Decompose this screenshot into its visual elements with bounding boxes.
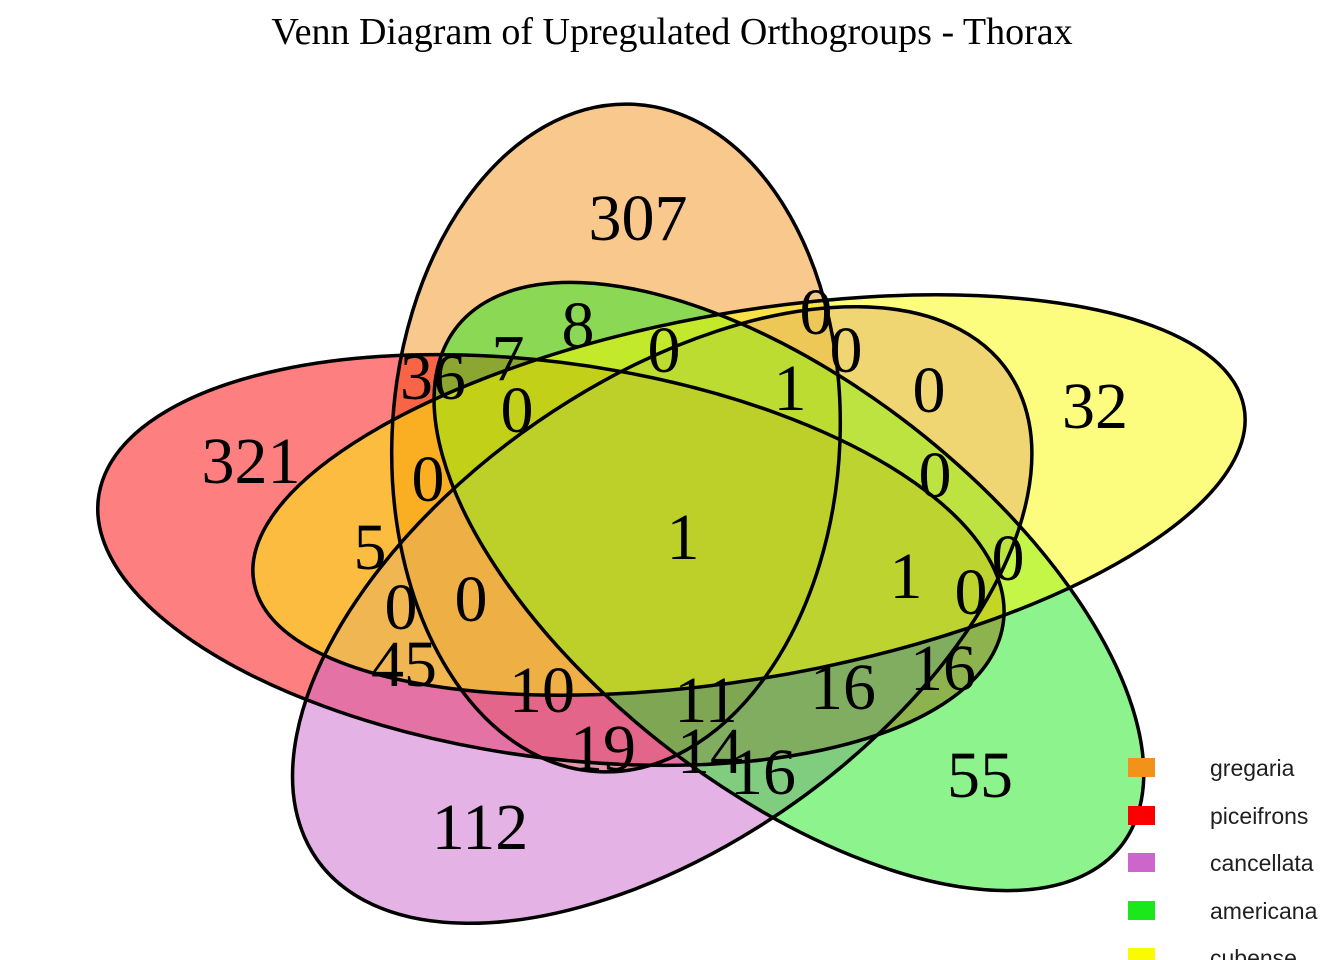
venn-count-piceifrons-cancellata-americana: 16 <box>810 651 876 724</box>
venn-count-piceifrons-cubense: 5 <box>354 511 387 584</box>
legend-item-piceifrons: piceifrons <box>1100 795 1344 835</box>
legend-swatch-cancellata <box>1128 853 1155 872</box>
venn-count-gregaria-piceifrons-cancellata: 10 <box>509 654 575 727</box>
venn-count-cancellata-americana-cubense: 0 <box>919 439 952 512</box>
venn-count-gregaria-piceifrons-cancellata-cubense: 0 <box>455 563 488 636</box>
venn-ellipse-outlines <box>37 100 1310 960</box>
legend-swatch-americana <box>1128 900 1155 920</box>
venn-ellipse-americana <box>299 198 1279 960</box>
venn-count-gregaria: 307 <box>589 182 688 255</box>
legend-label: gregaria <box>1210 755 1295 781</box>
venn-count-piceifrons-cancellata-cubense: 0 <box>385 571 418 644</box>
venn-count-gregaria-piceifrons-americana-cubense: 0 <box>501 374 534 447</box>
venn-count-cancellata-americana: 16 <box>730 736 796 809</box>
venn-ellipse-cubense <box>252 294 1246 696</box>
venn-count-gregaria-cancellata-americana: 14 <box>677 715 743 788</box>
legend-swatch-cubense <box>1128 948 1155 960</box>
venn-ellipse-piceifrons <box>37 291 1066 829</box>
venn-count-piceifrons-americana-cubense: 0 <box>955 556 988 629</box>
venn-ellipse-fills <box>97 104 1246 924</box>
venn-ellipse-cubense <box>188 221 1309 768</box>
venn-count-gregaria-piceifrons-cubense: 0 <box>412 443 445 516</box>
venn-count-americana-cubense: 0 <box>992 522 1025 595</box>
legend-label: piceifrons <box>1210 802 1309 829</box>
venn-count-piceifrons: 321 <box>202 425 301 498</box>
venn-count-gregaria-americana: 8 <box>562 289 595 362</box>
venn-count-americana: 55 <box>947 739 1013 812</box>
legend-swatch-piceifrons <box>1128 805 1155 825</box>
venn-count-gregaria-piceifrons-americana: 7 <box>492 322 525 395</box>
legend-label: cubense <box>1210 945 1297 960</box>
figure-title: Venn Diagram of Upregulated Orthogroups … <box>271 11 1073 53</box>
legend-item-americana: americana <box>1100 890 1344 930</box>
venn-count-gregaria-piceifrons-cancellata-americana-cubense: 1 <box>667 501 700 574</box>
venn-count-gregaria-americana-cubense: 0 <box>648 314 681 387</box>
venn-count-gregaria-cancellata-americana-cubense: 1 <box>774 352 807 425</box>
venn-count-gregaria-cubense: 0 <box>800 276 833 349</box>
legend-item-gregaria: gregaria <box>1100 747 1344 787</box>
venn-ellipse-gregaria <box>379 100 853 777</box>
venn-ellipse-cancellata <box>145 213 1178 960</box>
venn-count-cubense: 32 <box>1062 370 1128 443</box>
venn-count-gregaria-piceifrons: 36 <box>400 341 466 414</box>
legend-swatch-gregaria <box>1128 758 1155 777</box>
legend-label: americana <box>1210 897 1318 924</box>
venn-count-cancellata-cubense: 0 <box>913 354 946 427</box>
legend-label: cancellata <box>1210 850 1314 876</box>
venn-count-piceifrons-americana: 16 <box>910 632 976 705</box>
legend-item-cubense: cubense <box>1100 937 1344 960</box>
venn-count-piceifrons-cancellata-americana-cubense: 1 <box>890 540 923 613</box>
legend: gregaria piceifrons cancellata americana cub… <box>1100 735 1344 960</box>
venn-count-gregaria-cancellata: 19 <box>570 712 636 785</box>
venn-count-gregaria-piceifrons-cancellata-americana: 11 <box>674 664 738 737</box>
legend-item-cancellata: cancellata <box>1100 842 1344 882</box>
venn-count-cancellata: 112 <box>432 791 529 864</box>
venn-count-gregaria-cancellata-cubense: 0 <box>830 314 863 387</box>
venn-count-piceifrons-cancellata: 45 <box>371 628 437 701</box>
